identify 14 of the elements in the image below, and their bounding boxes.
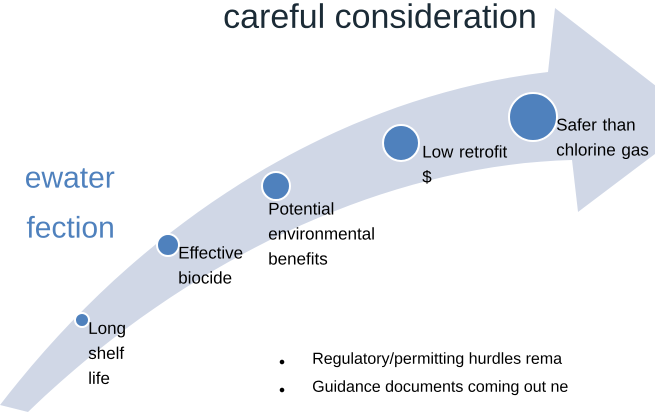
bullet-text: Regulatory/permitting hurdles rema bbox=[314, 352, 562, 368]
item-label: Effective biocide bbox=[179, 246, 242, 284]
heading-fragment: ewater fection bbox=[26, 168, 114, 238]
dot-marker bbox=[156, 233, 180, 257]
item-label: Long shelf life bbox=[88, 322, 125, 384]
dot-marker bbox=[508, 92, 558, 142]
item-label: Potential environmental benefits bbox=[268, 202, 374, 265]
bullet-text: Guidance documents coming out ne bbox=[313, 380, 568, 396]
title: careful consideration bbox=[224, 3, 535, 28]
item-label: Safer than chlorine gas bbox=[556, 118, 648, 160]
item-label: Low retrofit $ bbox=[422, 145, 508, 184]
dot-marker bbox=[261, 171, 291, 201]
dot-marker bbox=[74, 312, 90, 328]
dot-marker bbox=[382, 124, 420, 162]
